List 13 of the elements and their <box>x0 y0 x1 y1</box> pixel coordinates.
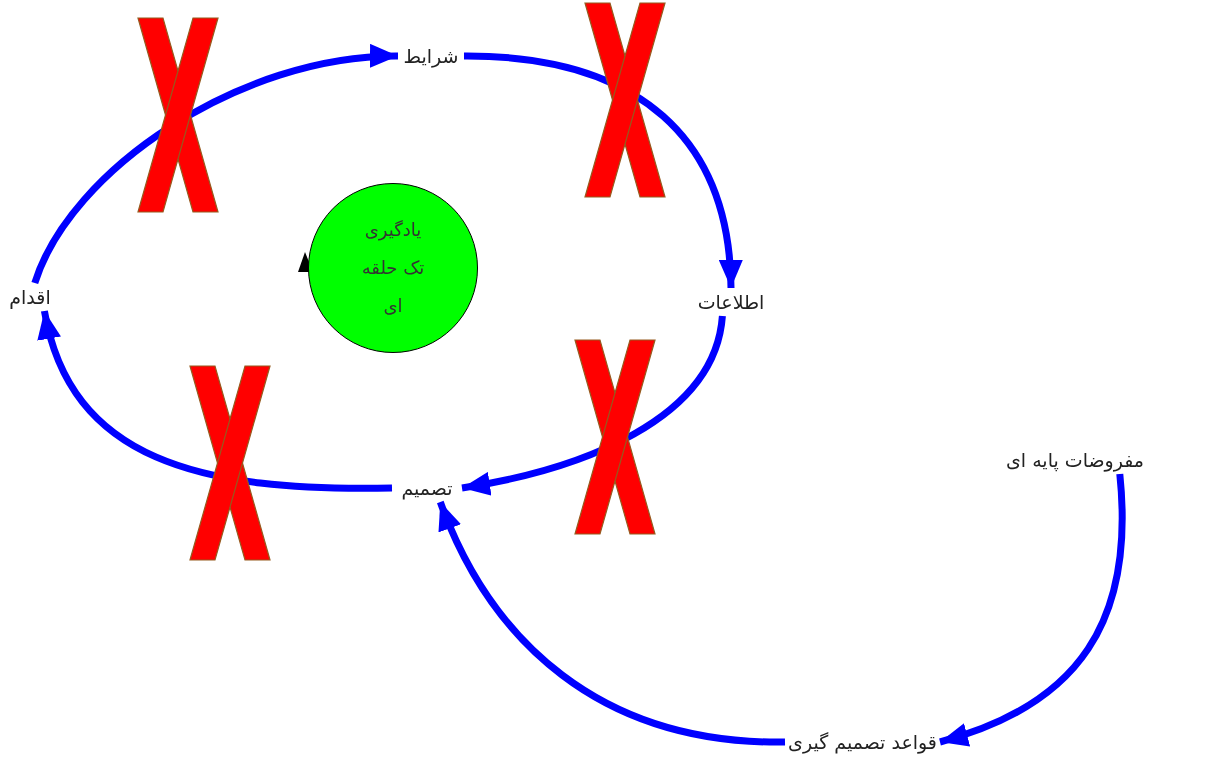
node-label: اطلاعات <box>688 288 774 316</box>
node-label: تصمیم <box>392 474 462 502</box>
node-label: اقدام <box>6 283 54 311</box>
arrow <box>39 310 392 492</box>
node-label: شرایط <box>398 42 464 70</box>
node-label: قواعد تصمیم گیری <box>785 728 940 756</box>
arrow <box>31 45 399 285</box>
arrow <box>463 52 742 289</box>
arrow <box>437 500 786 746</box>
circle-node: یادگیری تک حلقه ای <box>308 183 478 353</box>
arrow <box>461 315 726 495</box>
arrow <box>938 473 1126 746</box>
node-label: مفروضات پایه ای <box>1005 446 1145 474</box>
